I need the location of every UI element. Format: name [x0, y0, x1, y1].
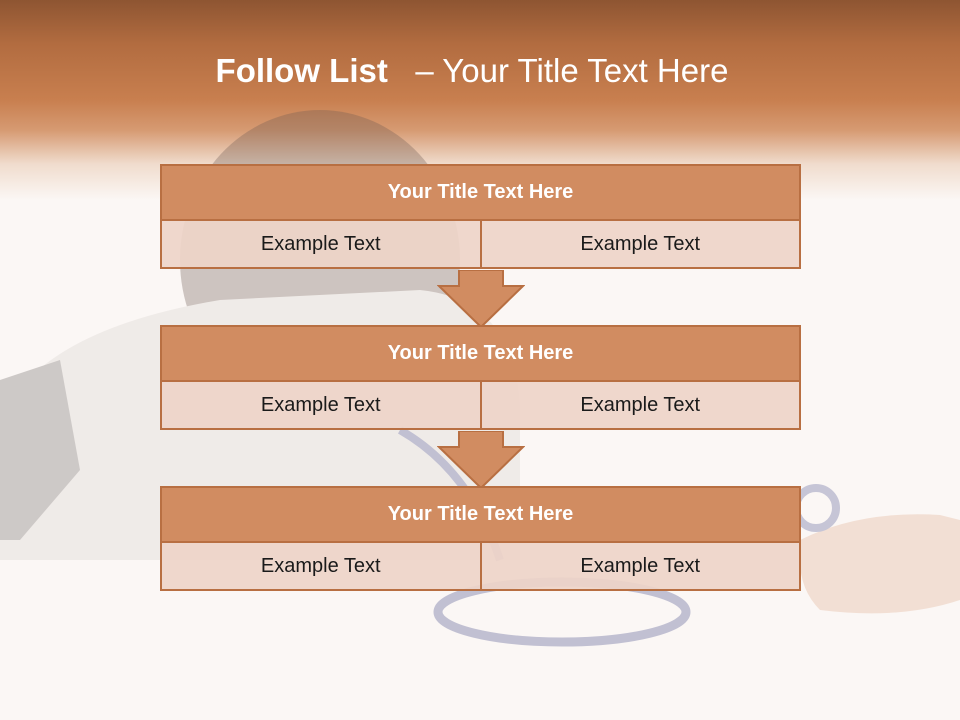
down-arrow-icon — [437, 431, 525, 489]
photo-arm-shape — [0, 360, 80, 540]
step-2-title: Your Title Text Here — [160, 325, 801, 382]
step-3-row: Example Text Example Text — [160, 541, 801, 591]
photo-stethoscope-tube — [433, 577, 691, 647]
slide-title-rest: – Your Title Text Here — [415, 52, 729, 89]
photo-hand-shape — [800, 514, 960, 614]
step-3-cell-left: Example Text — [160, 541, 482, 591]
step-3-title: Your Title Text Here — [160, 486, 801, 543]
step-1-title: Your Title Text Here — [160, 164, 801, 221]
slide-title-bold: Follow List — [215, 52, 388, 89]
step-3-cell-right: Example Text — [479, 541, 801, 591]
step-1: Your Title Text Here Example Text Exampl… — [160, 164, 801, 269]
step-2: Your Title Text Here Example Text Exampl… — [160, 325, 801, 430]
down-arrow-icon — [437, 270, 525, 328]
slide-title: Follow List – Your Title Text Here — [0, 52, 944, 90]
step-3: Your Title Text Here Example Text Exampl… — [160, 486, 801, 591]
step-1-row: Example Text Example Text — [160, 219, 801, 269]
step-2-row: Example Text Example Text — [160, 380, 801, 430]
step-1-cell-right: Example Text — [479, 219, 801, 269]
step-1-cell-left: Example Text — [160, 219, 482, 269]
step-2-cell-right: Example Text — [479, 380, 801, 430]
step-2-cell-left: Example Text — [160, 380, 482, 430]
photo-stethoscope-head — [792, 484, 840, 532]
